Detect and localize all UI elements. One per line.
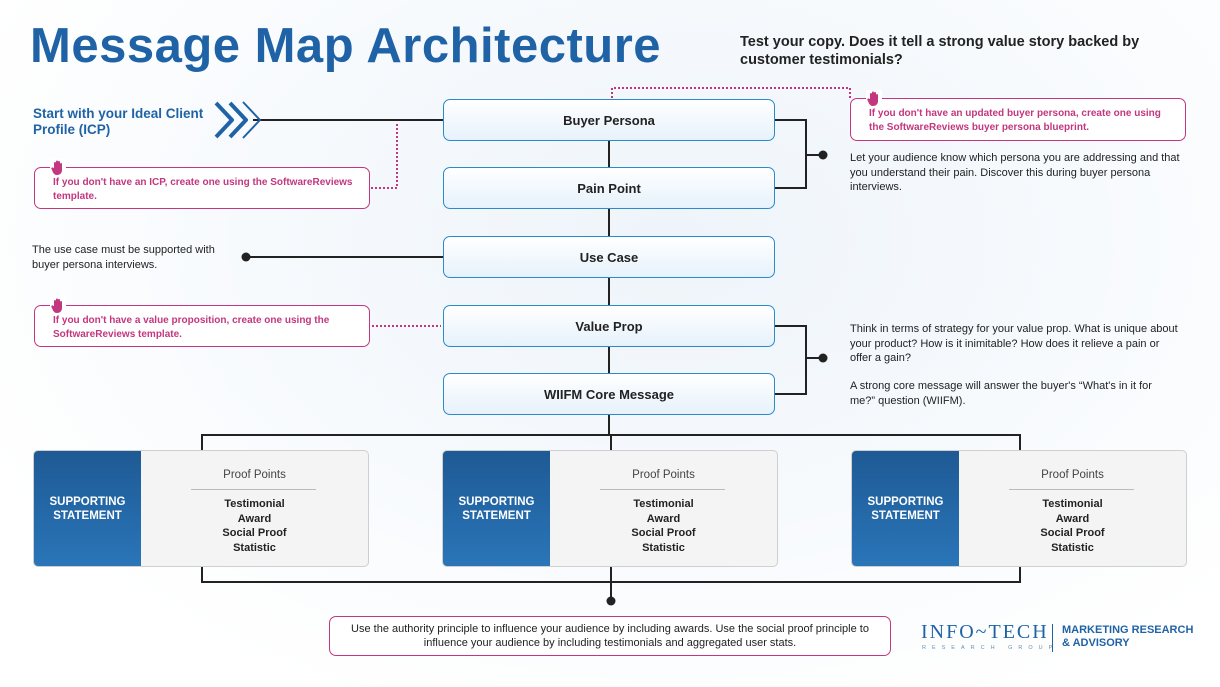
proof-item: Testimonial: [633, 498, 694, 510]
callout-icp-text: If you don't have an ICP, create one usi…: [53, 177, 353, 202]
double-chevron-icon: [214, 101, 261, 139]
supporting-statement-label: SUPPORTING STATEMENT: [443, 451, 550, 566]
proof-item: Testimonial: [1042, 498, 1103, 510]
proof-item: Statistic: [642, 541, 685, 554]
proof-item: Social Proof: [631, 527, 696, 539]
callout-value-prop-text: If you don't have a value proposition, c…: [53, 315, 330, 340]
node-pain-point: Pain Point: [443, 167, 775, 209]
hand-stop-icon: [50, 159, 66, 176]
callout-icp: If you don't have an ICP, create one usi…: [34, 167, 370, 209]
logo-tagline-line-1: MARKETING RESEARCH: [1062, 624, 1194, 636]
proof-points-title: Proof Points: [1041, 469, 1104, 481]
proof-item: Social Proof: [222, 527, 287, 539]
proof-points-title: Proof Points: [632, 469, 695, 481]
logo-tagline: MARKETING RESEARCH & ADVISORY: [1062, 624, 1193, 650]
proof-item: Statistic: [1051, 541, 1094, 554]
hand-stop-icon: [866, 90, 882, 107]
proof-item: Award: [1055, 512, 1090, 525]
node-buyer-persona: Buyer Persona: [443, 99, 775, 141]
proof-points-list: Testimonial Award Social Proof Statistic: [141, 497, 368, 555]
note-wiifm: A strong core message will answer the bu…: [850, 380, 1152, 407]
logo-divider: [1052, 624, 1053, 652]
page-subtitle: Test your copy. Does it tell a strong va…: [740, 34, 1140, 68]
page-title: Message Map Architecture: [30, 19, 662, 73]
proof-points-list: Testimonial Award Social Proof Statistic: [959, 497, 1186, 555]
bottom-note-box: Use the authority principle to influence…: [329, 616, 891, 656]
logo-tagline-line-2: & ADVISORY: [1062, 637, 1130, 649]
logo-subtitle: RESEARCH GROUP: [922, 645, 1059, 651]
note-value-prop-strategy: Think in terms of strategy for your valu…: [850, 323, 1178, 364]
proof-points-panel: Proof Points Testimonial Award Social Pr…: [550, 451, 777, 566]
callout-persona-text: If you don't have an updated buyer perso…: [869, 108, 1161, 133]
supporting-statement-card-3: SUPPORTING STATEMENT Proof Points Testim…: [851, 450, 1187, 567]
note-persona-pain: Let your audience know which persona you…: [850, 152, 1180, 193]
proof-points-panel: Proof Points Testimonial Award Social Pr…: [141, 451, 368, 566]
proof-points-list: Testimonial Award Social Proof Statistic: [550, 497, 777, 555]
note-use-case: The use case must be supported with buye…: [32, 244, 215, 271]
proof-item: Award: [237, 512, 272, 525]
bottom-note-text: Use the authority principle to influence…: [351, 622, 869, 650]
proof-points-divider: [1009, 489, 1134, 490]
hand-stop-icon: [50, 297, 66, 314]
node-wiifm-core-message: WIIFM Core Message: [443, 373, 775, 415]
icp-start-text: Start with your Ideal Client Profile (IC…: [33, 106, 204, 137]
proof-points-divider: [600, 489, 725, 490]
proof-points-panel: Proof Points Testimonial Award Social Pr…: [959, 451, 1186, 566]
proof-item: Award: [646, 512, 681, 525]
callout-value-prop: If you don't have a value proposition, c…: [34, 305, 370, 347]
proof-item: Statistic: [233, 541, 276, 554]
proof-item: Testimonial: [224, 498, 285, 510]
proof-points-divider: [191, 489, 316, 490]
proof-item: Social Proof: [1040, 527, 1105, 539]
callout-persona: If you don't have an updated buyer perso…: [850, 98, 1186, 141]
proof-points-title: Proof Points: [223, 469, 286, 481]
node-use-case: Use Case: [443, 236, 775, 278]
supporting-statement-card-1: SUPPORTING STATEMENT Proof Points Testim…: [33, 450, 369, 567]
logo-name: INFO~TECH: [921, 621, 1049, 643]
supporting-statement-label: SUPPORTING STATEMENT: [34, 451, 141, 566]
node-value-prop: Value Prop: [443, 305, 775, 347]
supporting-statement-label: SUPPORTING STATEMENT: [852, 451, 959, 566]
supporting-statement-card-2: SUPPORTING STATEMENT Proof Points Testim…: [442, 450, 778, 567]
